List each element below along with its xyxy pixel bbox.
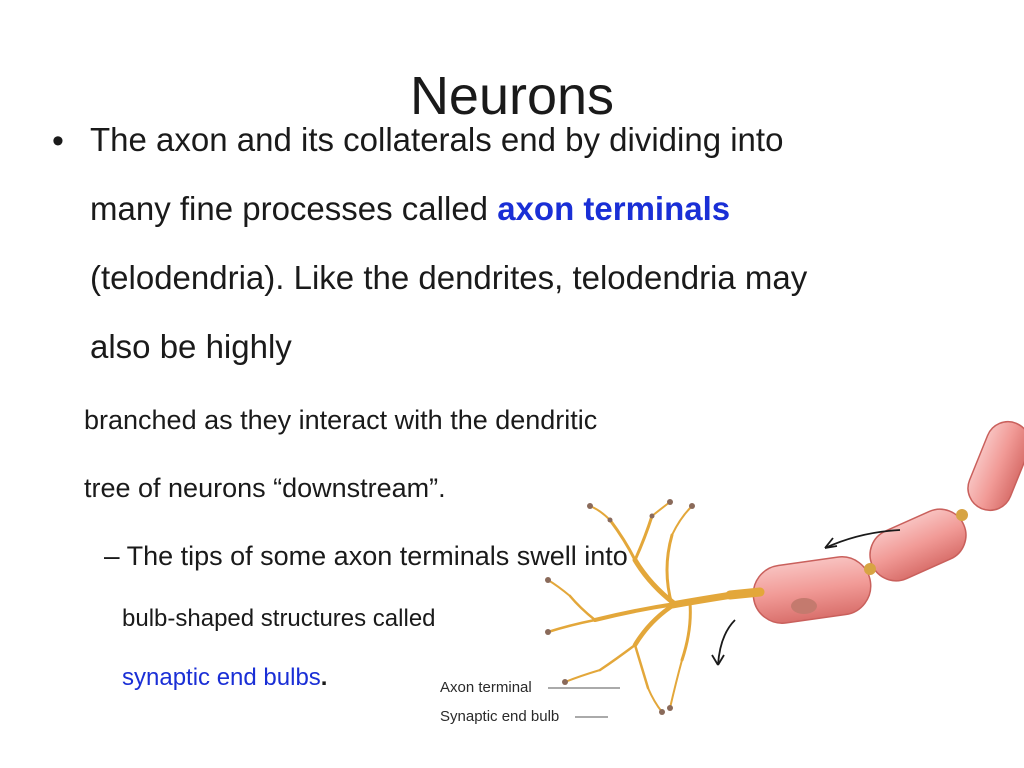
sub-bullet-line-2: bulb-shaped structures called xyxy=(122,605,436,632)
continuation-line-2: tree of neurons “downstream”. xyxy=(84,473,446,503)
bullet-line-2-text: many fine processes called xyxy=(90,190,498,227)
sub-bullet-line-1: – The tips of some axon terminals swell … xyxy=(104,538,628,574)
sub-bullet-line-3: synaptic end bulbs. xyxy=(122,662,327,694)
synaptic-end-bulbs xyxy=(545,499,695,715)
node-of-ranvier xyxy=(956,509,968,521)
label-axon-terminal: Axon terminal xyxy=(440,679,532,696)
bullet-line-3: (telodendria). Like the dendrites, telod… xyxy=(90,259,808,296)
bullet-marker: • xyxy=(52,122,64,160)
bullet-line-2: many fine processes called axon terminal… xyxy=(90,186,730,232)
sub-bullet-text: The tips of some axon terminals swell in… xyxy=(126,541,628,571)
direction-arrows xyxy=(711,529,901,666)
sub-bullet-dash: – xyxy=(104,540,120,571)
node-of-ranvier xyxy=(864,563,876,575)
term-axon-terminals: axon terminals xyxy=(497,190,731,227)
slide-title: Neurons xyxy=(409,66,615,126)
term-synaptic-end-bulbs: synaptic end bulbs xyxy=(122,664,321,691)
continuation-line-1: branched as they interact with the dendr… xyxy=(84,405,598,435)
label-synaptic-end-bulb: Synaptic end bulb xyxy=(440,708,560,725)
bullet-line-1: The axon and its collaterals end by divi… xyxy=(90,121,784,158)
axon-branches xyxy=(546,501,765,713)
myelin-sheath xyxy=(752,420,1024,624)
bullet-line-4: also be highly xyxy=(90,328,292,365)
term-period: . xyxy=(320,664,328,691)
axon-terminal-illustration: Axon terminal Synaptic end bulb xyxy=(430,420,1024,740)
neuron-drawing xyxy=(545,420,1024,718)
